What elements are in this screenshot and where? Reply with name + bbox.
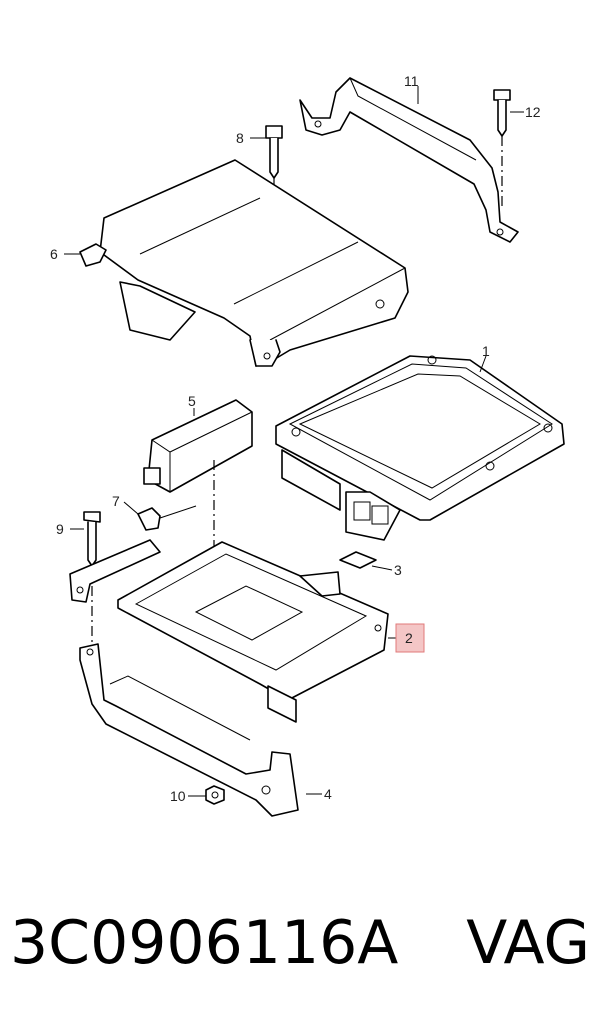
bracket-part-11 [299, 77, 519, 243]
screw-part-12 [493, 89, 511, 210]
part-number: 3C0906116A [10, 908, 399, 978]
brand-name: VAG [466, 908, 590, 978]
clip-part-7 [137, 505, 197, 531]
callout-3: 3 [394, 562, 402, 578]
control-unit-part-1 [275, 355, 565, 541]
callout-2-highlight [395, 623, 425, 653]
callout-leaders [64, 86, 524, 797]
callout-1: 1 [482, 343, 490, 359]
bolt-part-9 [83, 511, 101, 654]
clip-part-6 [79, 243, 107, 267]
pad-part-3 [339, 551, 377, 569]
callout-2: 2 [405, 630, 413, 646]
callout-5: 5 [188, 393, 196, 409]
callout-8: 8 [236, 130, 244, 146]
nut-part-10 [205, 785, 225, 805]
screw-part-8 [265, 125, 283, 360]
callout-10: 10 [170, 788, 186, 804]
exploded-parts-diagram: 11 12 8 6 1 5 7 9 3 2 10 4 [50, 73, 565, 817]
callout-9: 9 [56, 521, 64, 537]
callout-12: 12 [525, 104, 541, 120]
footer-caption: 3C0906116A VAG [10, 898, 590, 988]
cover-plate [99, 159, 409, 367]
lower-bracket-part-4 [79, 643, 299, 817]
connector-holder-part-5 [143, 399, 253, 560]
callout-11: 11 [404, 73, 419, 89]
callout-labels: 11 12 8 6 1 5 7 9 3 2 10 4 [50, 73, 541, 804]
callout-7: 7 [112, 493, 120, 509]
callout-6: 6 [50, 246, 58, 262]
callout-4: 4 [324, 786, 332, 802]
mounting-tray-part-2 [69, 539, 389, 723]
